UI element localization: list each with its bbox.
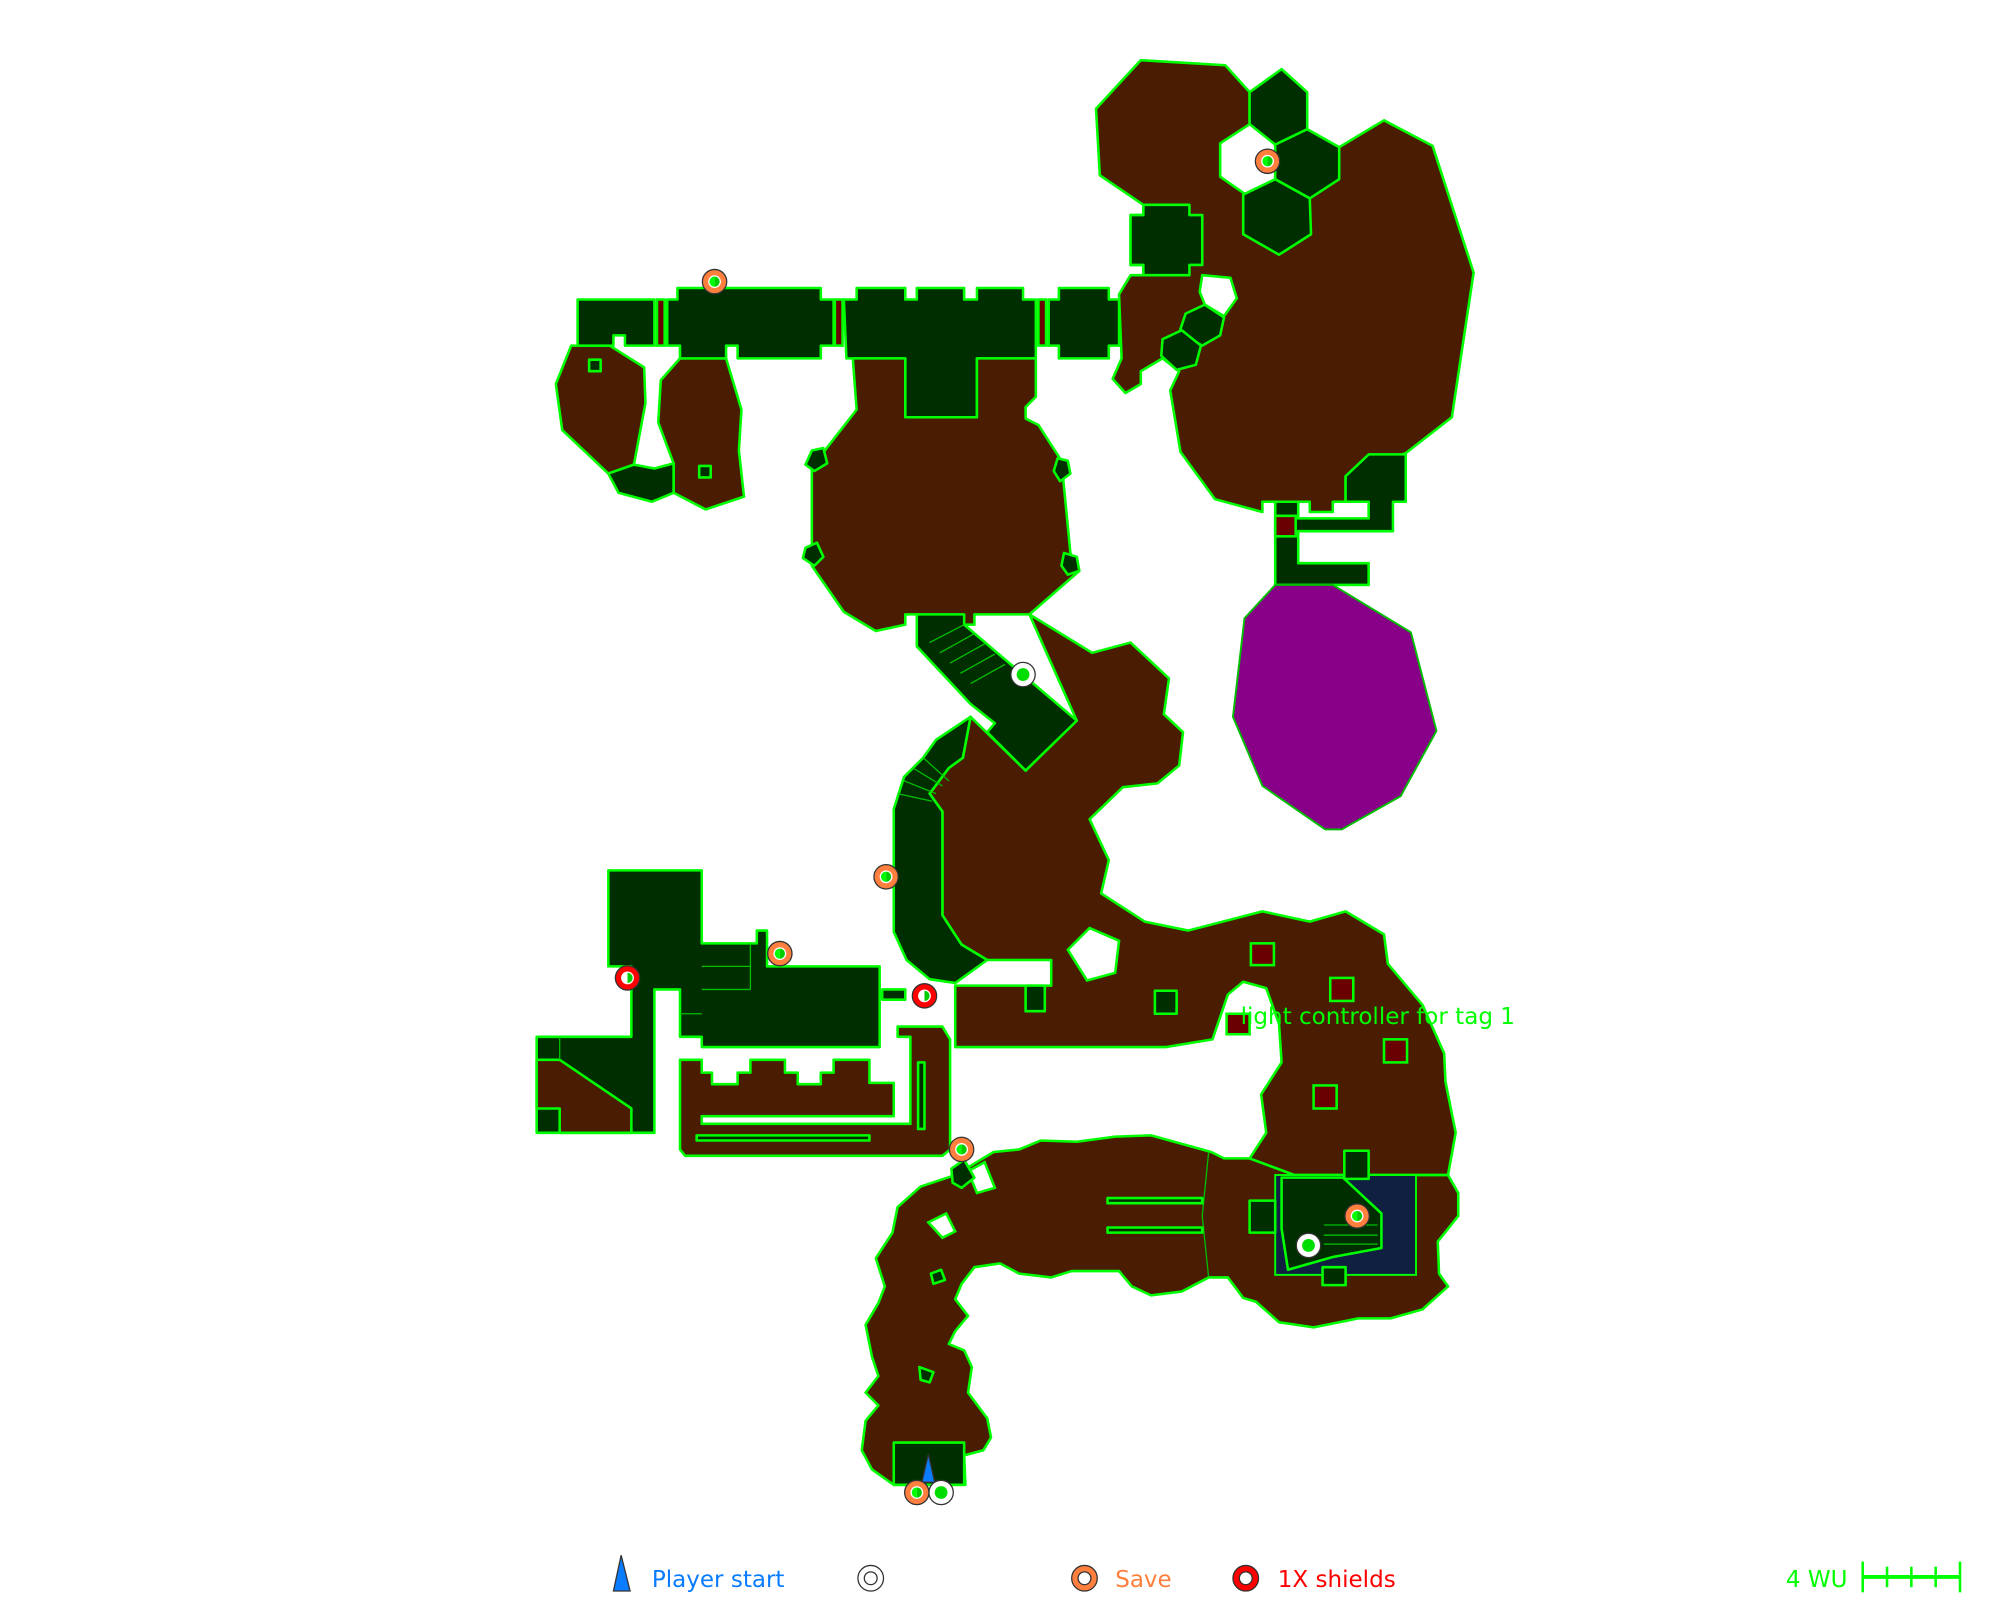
stair-lines [929,624,1006,685]
ledge [1106,1226,1204,1234]
hazard-block [1328,976,1355,1003]
hazard-block [1312,1084,1338,1110]
ledge [1106,1196,1204,1205]
save-marker[interactable] [701,268,728,295]
shield-marker[interactable] [911,983,938,1009]
hazard-block [1382,1038,1409,1064]
west-cave [656,357,746,511]
save-marker[interactable] [767,940,793,967]
white-gap [1066,926,1121,982]
rock [929,1268,947,1286]
scale-label: 4 WU [1786,1567,1848,1593]
shield-marker[interactable] [614,965,641,991]
white-ring-marker[interactable] [928,1479,954,1506]
machine-stub [1321,1265,1347,1287]
save-marker[interactable] [904,1479,930,1506]
stair-hall [915,613,1079,772]
pillar [1060,551,1081,576]
legend-save: Save [1115,1567,1172,1593]
door [655,298,666,347]
north-corridor [1047,286,1121,360]
rock [918,1365,935,1384]
north-corridor [665,286,835,360]
hazard-block [1249,942,1276,967]
white-ring-icon [857,1564,885,1592]
cave-seam [1201,1215,1210,1278]
hex-room [1241,177,1313,256]
hazard-block [1273,514,1297,538]
white-gap [926,1211,957,1240]
triangle-icon [612,1555,631,1592]
small-block [587,358,602,373]
curved-corridor [892,715,989,985]
north-corridor [576,298,656,347]
door [1037,298,1048,347]
purple-zone [1231,584,1438,831]
legend-player-start: Player start [652,1567,785,1593]
hazard-block [1225,1012,1251,1036]
scale-bar [1861,1561,1962,1593]
white-ring-marker[interactable] [1010,661,1036,688]
west-building [535,869,881,1135]
door-block [916,1061,926,1131]
door [833,298,844,347]
white-ring-marker[interactable] [1295,1232,1322,1259]
player-start-icon[interactable] [921,1453,936,1483]
small-block [1153,989,1178,1016]
south-building [678,1025,952,1158]
north-chamber [1129,203,1204,277]
cave-seam [1201,1151,1210,1217]
light-controller-label: light controller for tag 1 [1241,1004,1515,1030]
west-building-floor [535,1058,633,1135]
hex-block [1160,328,1203,372]
stub-wall [1024,984,1047,1013]
orange-ring-icon [1071,1564,1098,1592]
save-marker[interactable] [1344,1203,1370,1229]
wall-lines [559,943,752,1060]
ledge [695,1134,871,1142]
west-ledge [607,462,675,504]
pillar [1052,456,1072,483]
small-block [697,464,712,479]
central-room [810,357,1081,633]
save-marker[interactable] [948,1136,975,1163]
legend: Player start Save 1X shields 4 WU [612,1555,1962,1593]
save-marker[interactable] [1254,148,1281,175]
winding-cavern [928,613,1457,1177]
pillar [804,446,829,473]
tower-block [1343,1149,1370,1181]
save-marker[interactable] [873,864,899,890]
east-corridor [1273,453,1408,587]
machine-stub [1248,1199,1277,1234]
white-gap [966,1160,997,1195]
pillar [801,541,825,568]
stair-lines [897,757,950,802]
legend-shields: 1X shields [1278,1567,1396,1593]
door-block [880,988,907,1001]
red-ring-icon [1232,1564,1260,1592]
